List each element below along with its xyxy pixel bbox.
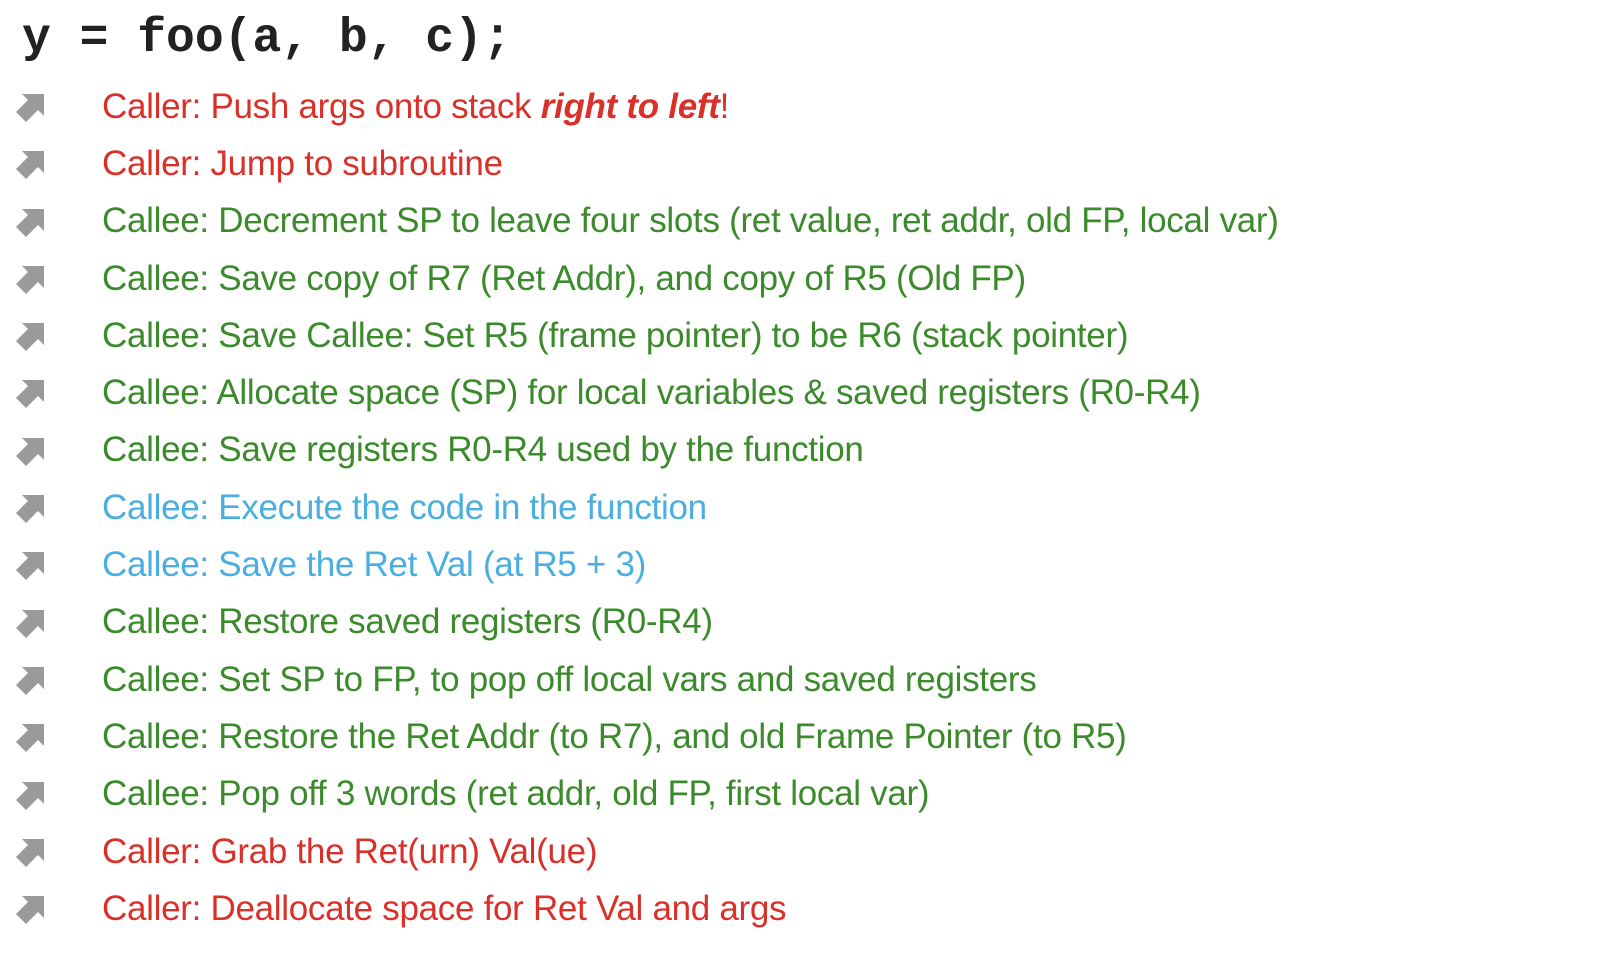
step-label: Callee: Restore saved registers (R0-R4): [102, 602, 713, 642]
step-label: Callee: Allocate space (SP) for local va…: [102, 373, 1201, 413]
bullet-arrow-icon: [16, 606, 48, 638]
step-suffix: !: [719, 86, 730, 126]
step-text: Callee: Allocate space (SP) for local va…: [102, 373, 1201, 413]
step-text: Caller: Push args onto stack right to le…: [102, 87, 729, 127]
code-line: y = foo(a, b, c);: [22, 12, 512, 66]
step-label: Caller: Deallocate space for Ret Val and…: [102, 888, 787, 928]
step-text: Caller: Deallocate space for Ret Val and…: [102, 888, 787, 929]
step-label: Callee: Save the Ret Val (at R5 + 3): [102, 545, 646, 585]
step-label: Caller: Grab the Ret(urn) Val(ue): [102, 831, 598, 871]
step-label: Caller: Push args onto stack: [102, 86, 541, 126]
step-text: Callee: Save Callee: Set R5 (frame point…: [102, 316, 1128, 356]
bullet-arrow-icon: [16, 90, 48, 122]
step-text: Callee: Pop off 3 words (ret addr, old F…: [102, 774, 930, 814]
step-label: Callee: Restore the Ret Addr (to R7), an…: [102, 716, 1127, 756]
bullet-arrow-icon: [16, 319, 48, 352]
bullet-arrow-icon: [16, 262, 48, 294]
bullet-arrow-icon: [16, 548, 48, 581]
step-text: Callee: Execute the code in the function: [102, 488, 707, 528]
step-label: Callee: Decrement SP to leave four slots…: [102, 201, 1279, 241]
step-label: Callee: Save copy of R7 (Ret Addr), and …: [102, 258, 1026, 298]
step-text: Caller: Jump to subroutine: [102, 144, 503, 184]
step-emphasis: right to left: [540, 86, 720, 126]
bullet-arrow-icon: [16, 376, 48, 409]
bullet-arrow-icon: [16, 778, 48, 810]
step-label: Callee: Set SP to FP, to pop off local v…: [102, 659, 1037, 699]
bullet-arrow-icon: [16, 663, 48, 695]
bullet-arrow-icon: [16, 491, 48, 524]
step-text: Caller: Grab the Ret(urn) Val(ue): [102, 831, 598, 872]
step-text: Callee: Decrement SP to leave four slots…: [102, 201, 1279, 241]
step-label: Callee: Execute the code in the function: [102, 487, 707, 527]
bullet-arrow-icon: [16, 434, 48, 466]
bullet-arrow-icon: [16, 147, 48, 180]
step-text: Callee: Restore the Ret Addr (to R7), an…: [102, 717, 1127, 757]
step-label: Callee: Save Callee: Set R5 (frame point…: [102, 315, 1129, 355]
step-text: Callee: Restore saved registers (R0-R4): [102, 602, 713, 642]
step-label: Callee: Pop off 3 words (ret addr, old F…: [102, 774, 930, 814]
step-text: Callee: Save copy of R7 (Ret Addr), and …: [102, 259, 1026, 299]
bullet-arrow-icon: [16, 720, 48, 753]
step-label: Caller: Jump to subroutine: [102, 143, 503, 183]
bullet-arrow-icon: [16, 205, 48, 237]
bullet-arrow-icon: [16, 892, 48, 925]
bullet-arrow-icon: [16, 835, 48, 867]
step-label: Callee: Save registers R0-R4 used by the…: [102, 430, 864, 470]
step-text: Callee: Set SP to FP, to pop off local v…: [102, 659, 1037, 700]
step-text: Callee: Save registers R0-R4 used by the…: [102, 430, 864, 470]
step-text: Callee: Save the Ret Val (at R5 + 3): [102, 545, 646, 585]
